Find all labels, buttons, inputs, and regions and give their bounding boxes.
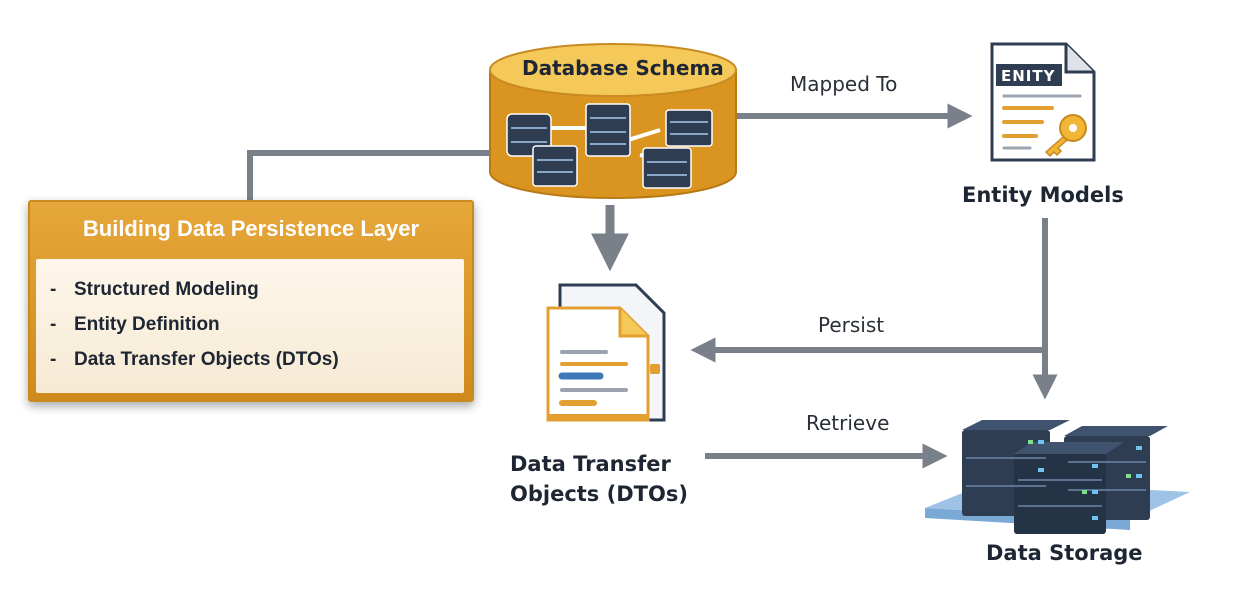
summary-item-entity-definition: -Entity Definition — [50, 314, 220, 335]
summary-item-structured-modeling: -Structured Modeling — [50, 279, 259, 300]
retrieve-label: Retrieve — [806, 411, 890, 435]
summary-to-schema-connector — [247, 150, 492, 200]
entity-models-label: Entity Models — [962, 183, 1124, 207]
database-schema-label: Database Schema — [522, 56, 724, 80]
entity-badge: ENITY — [1001, 67, 1056, 85]
dto-label-line1: Data Transfer — [510, 452, 671, 476]
summary-body: -Structured Modeling -Entity Definition … — [36, 259, 464, 393]
summary-box: Building Data Persistence Layer -Structu… — [28, 200, 474, 402]
summary-title: Building Data Persistence Layer — [82, 216, 420, 241]
persist-label: Persist — [818, 313, 885, 337]
data-storage-label: Data Storage — [986, 541, 1143, 565]
summary-item-dtos: -Data Transfer Objects (DTOs) — [50, 349, 339, 370]
dto-label-line2: Objects (DTOs) — [510, 482, 688, 506]
mapped-to-label: Mapped To — [790, 72, 898, 96]
